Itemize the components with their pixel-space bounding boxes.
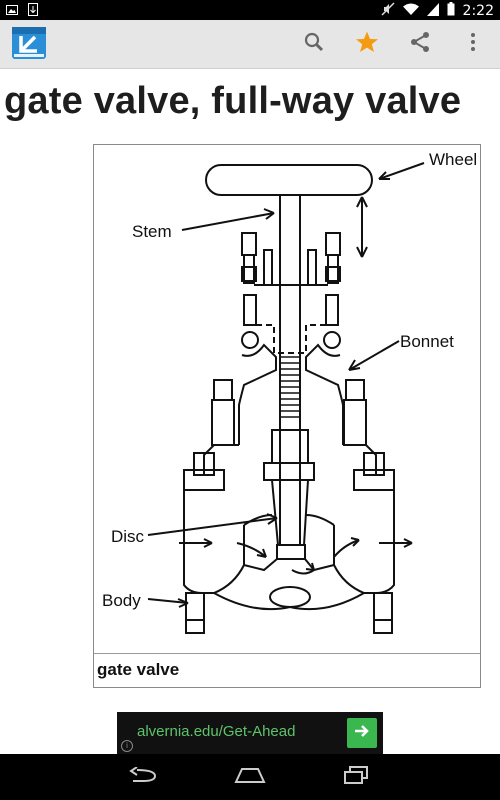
status-time: 2:22 — [462, 3, 494, 19]
gate-valve-diagram: Wheel Stem Bonnet Disc Body — [102, 150, 477, 634]
page-title: gate valve, full-way valve — [4, 80, 462, 122]
ad-link-text[interactable]: alvernia.edu/Get-Ahead — [137, 723, 296, 740]
mute-icon — [381, 2, 395, 20]
search-button[interactable] — [298, 28, 330, 60]
star-icon — [355, 30, 379, 59]
wheel-label: Wheel — [429, 150, 477, 169]
app-logo-icon[interactable] — [10, 24, 48, 62]
figure-caption: gate valve — [97, 660, 180, 679]
overflow-menu-button[interactable] — [457, 28, 489, 60]
image-notification-icon — [6, 3, 18, 21]
handwheel-shape — [205, 164, 373, 196]
ad-go-button[interactable] — [347, 718, 377, 748]
battery-icon — [447, 2, 455, 20]
signal-icon — [426, 2, 439, 20]
home-icon — [234, 767, 266, 788]
share-button[interactable] — [404, 28, 436, 60]
caption-divider — [94, 653, 480, 654]
wifi-icon — [402, 3, 419, 20]
home-button[interactable] — [228, 762, 272, 792]
arrow-right-icon — [354, 724, 370, 743]
recent-apps-button[interactable] — [334, 762, 378, 792]
recent-apps-icon — [343, 765, 369, 789]
bonnet-label: Bonnet — [400, 332, 454, 351]
stem-label: Stem — [132, 222, 172, 241]
gate-valve-figure: Wheel Stem Bonnet Disc Body gate valve — [93, 144, 481, 688]
download-notification-icon — [28, 3, 38, 21]
navigation-bar — [0, 754, 500, 800]
status-bar: 2:22 — [0, 0, 500, 20]
body-label: Body — [102, 591, 141, 610]
favorite-button[interactable] — [351, 28, 383, 60]
search-icon — [303, 31, 325, 58]
share-icon — [409, 31, 431, 58]
more-vertical-icon — [470, 32, 476, 57]
back-icon — [129, 765, 159, 788]
back-button[interactable] — [122, 762, 166, 792]
ad-banner[interactable]: alvernia.edu/Get-Ahead i — [117, 712, 383, 754]
action-bar — [0, 20, 500, 69]
disc-label: Disc — [111, 527, 145, 546]
ad-info-icon[interactable]: i — [121, 740, 133, 752]
